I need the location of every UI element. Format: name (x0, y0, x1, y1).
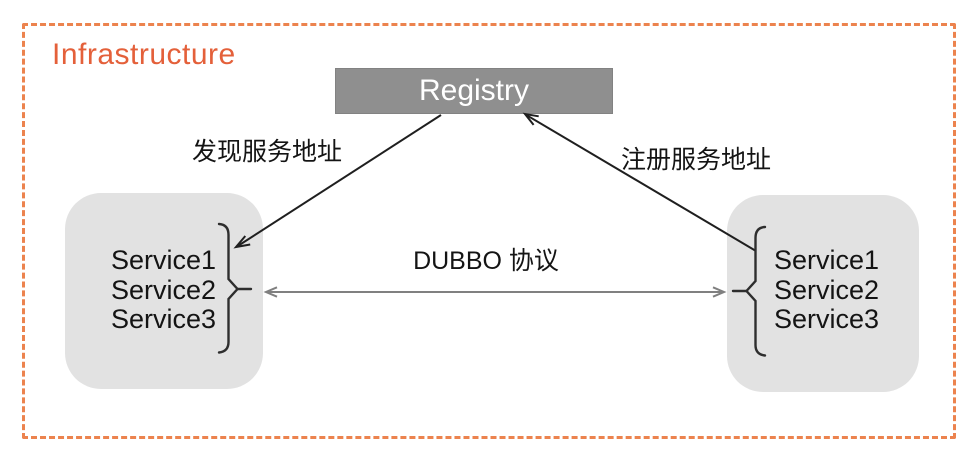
service-item: Service1 (774, 245, 880, 275)
discover-address-label: 发现服务地址 (192, 138, 343, 166)
right-service-list: Service1 Service2 Service3 (774, 245, 880, 335)
registry-box: Registry (335, 68, 613, 114)
service-item: Service2 (774, 274, 880, 305)
register-address-label: 注册服务地址 (621, 146, 772, 174)
registry-label: Registry (418, 74, 530, 107)
service-item: Service2 (111, 274, 217, 305)
service-item: Service3 (774, 304, 880, 334)
infrastructure-label: Infrastructure (52, 38, 236, 71)
dubbo-protocol-label: DUBBO 协议 (413, 247, 559, 275)
left-service-list: Service1 Service2 Service3 (111, 245, 217, 335)
service-item: Service1 (111, 245, 217, 275)
service-item: Service3 (111, 304, 217, 334)
infrastructure-frame (22, 23, 956, 439)
